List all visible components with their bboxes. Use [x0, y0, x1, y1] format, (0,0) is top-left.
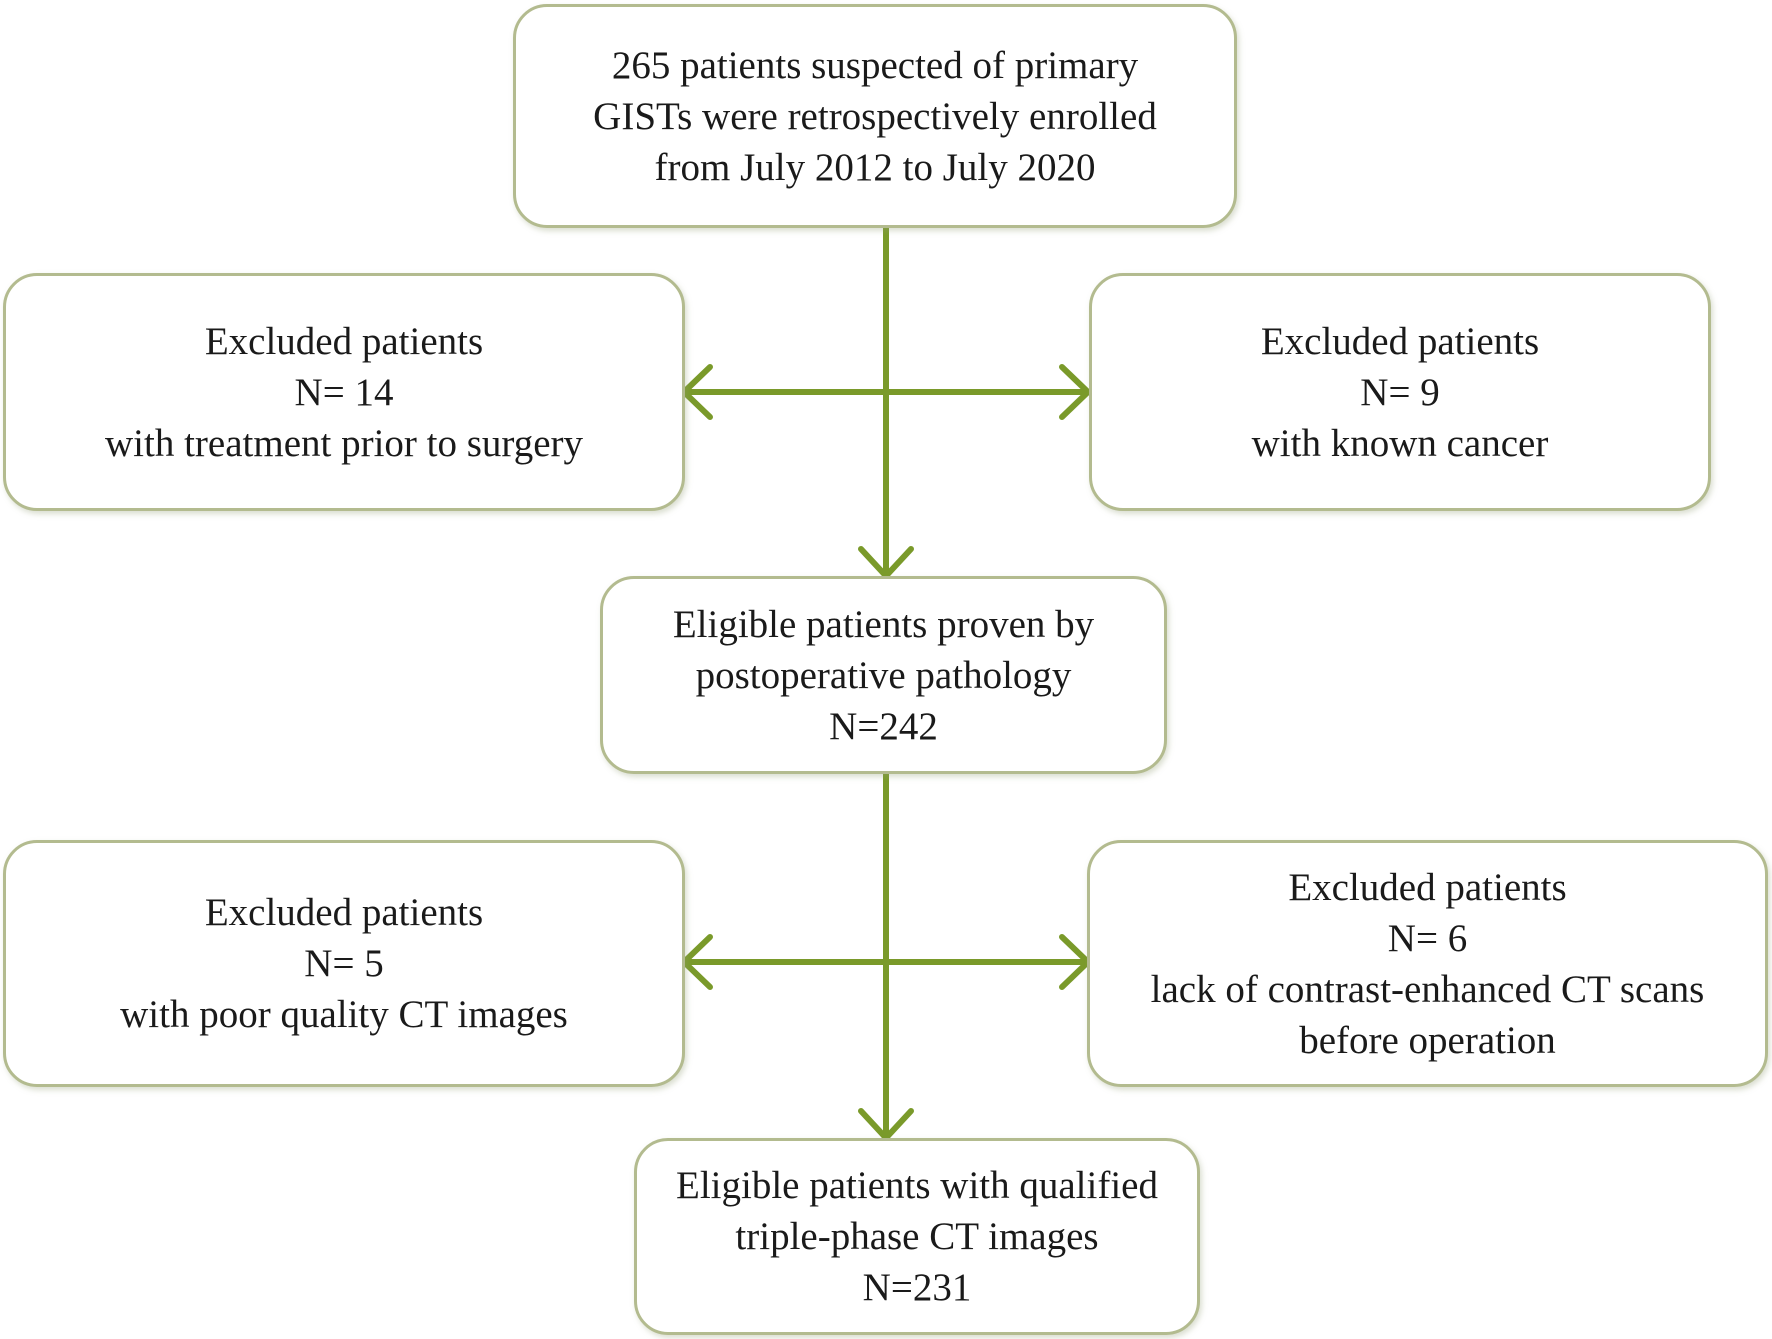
node-excluded-treatment: Excluded patients N= 14 with treatment p…	[3, 273, 685, 511]
node-enrolled: 265 patients suspected of primary GISTs …	[513, 4, 1237, 228]
connector-enrolled-to-excluded-cancer	[883, 364, 1091, 420]
node-excluded-cancer-line-3: with known cancer	[1251, 421, 1549, 465]
node-excluded-treatment-line-1: Excluded patients	[204, 319, 484, 363]
node-enrolled-line-2: GISTs were retrospectively enrolled	[593, 94, 1157, 138]
node-eligible-final: Eligible patients with qualified triple-…	[634, 1138, 1200, 1335]
connector-pathology-to-excluded-contrast	[883, 934, 1091, 990]
node-eligible-final-line-2: triple-phase CT images	[735, 1215, 1099, 1258]
node-eligible-final-line-3: N=231	[862, 1266, 972, 1309]
node-eligible-final-line-1: Eligible patients with qualified	[676, 1164, 1158, 1207]
node-excluded-treatment-line-3: with treatment prior to surgery	[105, 421, 583, 465]
node-enrolled-line-1: 265 patients suspected of primary	[611, 43, 1139, 87]
node-enrolled-line-3: from July 2012 to July 2020	[654, 145, 1096, 189]
connector-enrolled-to-eligible-pathology	[858, 225, 914, 579]
node-excluded-quality-line-3: with poor quality CT images	[120, 993, 568, 1036]
node-excluded-cancer-line-1: Excluded patients	[1260, 319, 1540, 363]
connector-enrolled-to-excluded-treatment	[681, 364, 889, 420]
node-excluded-treatment-line-2: N= 14	[294, 370, 394, 414]
node-excluded-contrast-line-2: N= 6	[1387, 916, 1468, 960]
node-eligible-pathology-line-1: Eligible patients proven by	[672, 602, 1095, 646]
node-excluded-contrast-line-4: before operation	[1299, 1018, 1556, 1062]
node-excluded-contrast-line-3: lack of contrast-enhanced CT scans	[1150, 967, 1705, 1011]
node-excluded-quality-line-1: Excluded patients	[204, 891, 484, 934]
node-excluded-contrast-line-1: Excluded patients	[1288, 865, 1567, 909]
node-excluded-quality-line-2: N= 5	[304, 942, 384, 985]
node-eligible-pathology-line-2: postoperative pathology	[695, 653, 1072, 697]
node-excluded-cancer-line-2: N= 9	[1360, 370, 1440, 414]
node-excluded-quality: Excluded patients N= 5 with poor quality…	[3, 840, 685, 1087]
node-eligible-pathology: Eligible patients proven by postoperativ…	[600, 576, 1167, 774]
node-eligible-pathology-line-3: N=242	[829, 704, 938, 748]
node-excluded-contrast: Excluded patients N= 6 lack of contrast-…	[1087, 840, 1768, 1087]
connector-pathology-to-eligible-final	[858, 771, 914, 1141]
node-excluded-cancer: Excluded patients N= 9 with known cancer	[1089, 273, 1711, 511]
connector-pathology-to-excluded-quality	[681, 934, 889, 990]
